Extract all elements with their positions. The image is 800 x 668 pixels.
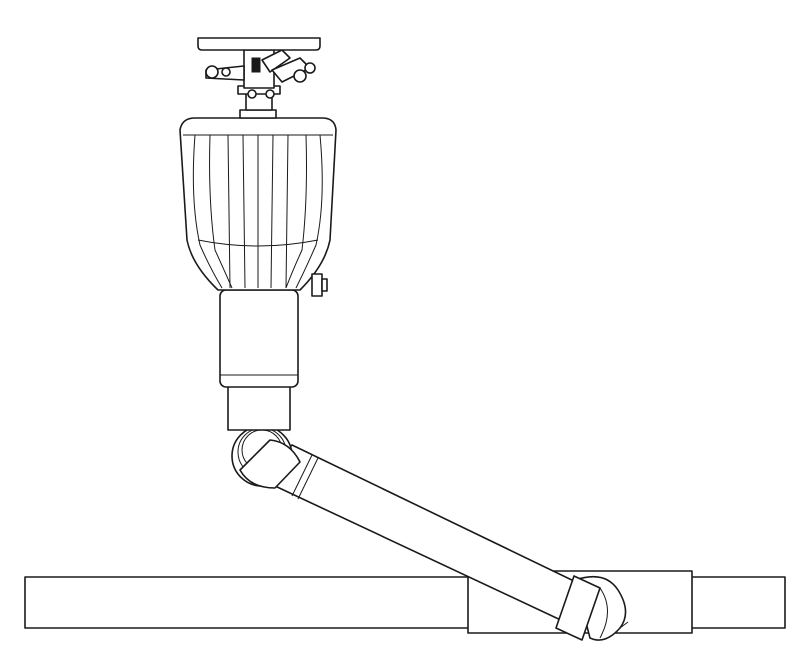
lower-swing-elbow: [555, 575, 629, 641]
riser-neck: [219, 289, 299, 431]
nozzle-mechanism: [205, 49, 316, 119]
sprinkler-housing: [179, 117, 337, 297]
top-cap: [197, 37, 321, 51]
